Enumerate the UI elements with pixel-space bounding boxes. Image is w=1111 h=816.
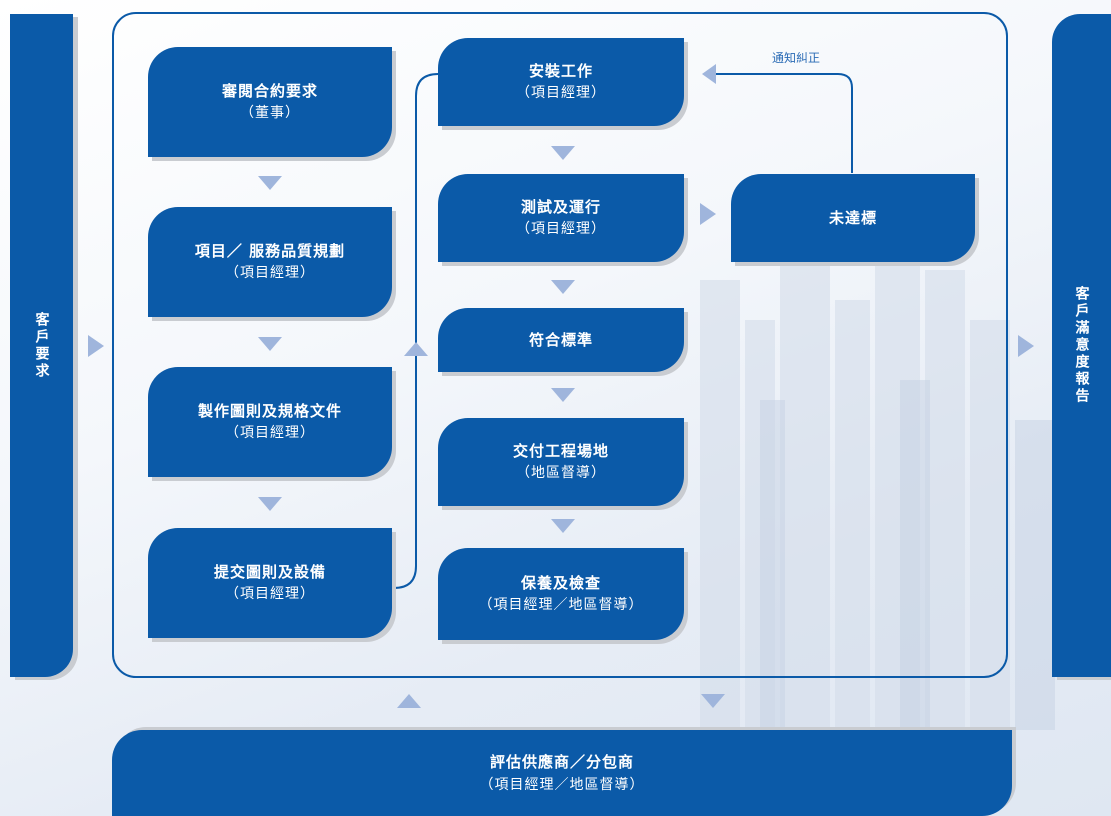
customer-satisfaction-box: 客戶滿意度報告 xyxy=(1052,14,1111,677)
arrow-up-icon xyxy=(404,342,428,356)
node-role: （項目經理／地區督導） xyxy=(478,596,644,613)
arrow-down-icon xyxy=(258,497,282,511)
customer-requirements-box: 客戶要求 xyxy=(10,14,73,677)
node-review-contract: 審閱合約要求 （董事） xyxy=(148,47,392,157)
arrow-left-icon xyxy=(702,64,716,84)
node-role: （項目經理） xyxy=(516,220,606,237)
node-title: 保養及檢查 xyxy=(520,574,601,593)
arrow-down-icon xyxy=(258,176,282,190)
node-title: 項目／ 服務品質規劃 xyxy=(194,242,346,261)
supplier-evaluation-role: （項目經理／地區督導） xyxy=(479,776,645,793)
node-testing: 測試及運行 （項目經理） xyxy=(438,174,684,262)
node-title: 交付工程場地 xyxy=(512,442,609,461)
arrow-up-icon xyxy=(397,694,421,708)
node-role: （地區督導） xyxy=(516,464,606,481)
arrow-down-icon xyxy=(551,146,575,160)
node-handover-site: 交付工程場地 （地區督導） xyxy=(438,418,684,506)
supplier-evaluation-box: 評估供應商／分包商 （項目經理／地區督導） xyxy=(112,730,1012,816)
node-title: 未達標 xyxy=(828,208,877,227)
node-role: （董事） xyxy=(240,104,300,121)
arrow-down-icon xyxy=(551,280,575,294)
node-quality-planning: 項目／ 服務品質規劃 （項目經理） xyxy=(148,207,392,317)
arrow-right-icon xyxy=(700,203,716,225)
supplier-evaluation-title: 評估供應商／分包商 xyxy=(489,752,634,771)
node-meets-standard: 符合標準 xyxy=(438,308,684,372)
arrow-right-icon xyxy=(88,335,104,357)
arrow-down-icon xyxy=(551,519,575,533)
connector-feedback xyxy=(716,73,853,173)
node-role: （項目經理） xyxy=(516,84,606,101)
arrow-down-icon xyxy=(258,337,282,351)
node-submit-drawings: 提交圖則及設備 （項目經理） xyxy=(148,528,392,638)
connector-submit-to-install xyxy=(393,73,439,589)
node-not-meeting-standard: 未達標 xyxy=(731,174,975,262)
node-role: （項目經理） xyxy=(225,424,315,441)
customer-requirements-label: 客戶要求 xyxy=(33,311,50,380)
node-title: 符合標準 xyxy=(528,330,593,349)
arrow-down-icon xyxy=(701,694,725,708)
node-maintenance: 保養及檢查 （項目經理／地區督導） xyxy=(438,548,684,640)
feedback-note: 通知糾正 xyxy=(772,51,821,65)
customer-satisfaction-label: 客戶滿意度報告 xyxy=(1073,286,1090,405)
node-title: 審閱合約要求 xyxy=(221,82,318,101)
node-title: 安裝工作 xyxy=(528,62,593,81)
node-installation: 安裝工作 （項目經理） xyxy=(438,38,684,126)
arrow-down-icon xyxy=(551,388,575,402)
node-role: （項目經理） xyxy=(225,585,315,602)
node-title: 製作圖則及規格文件 xyxy=(197,402,342,421)
node-title: 測試及運行 xyxy=(520,198,601,217)
node-drawings-specs: 製作圖則及規格文件 （項目經理） xyxy=(148,367,392,477)
node-role: （項目經理） xyxy=(225,264,315,281)
node-title: 提交圖則及設備 xyxy=(213,563,326,582)
process-frame xyxy=(112,12,1008,678)
arrow-right-icon xyxy=(1018,335,1034,357)
